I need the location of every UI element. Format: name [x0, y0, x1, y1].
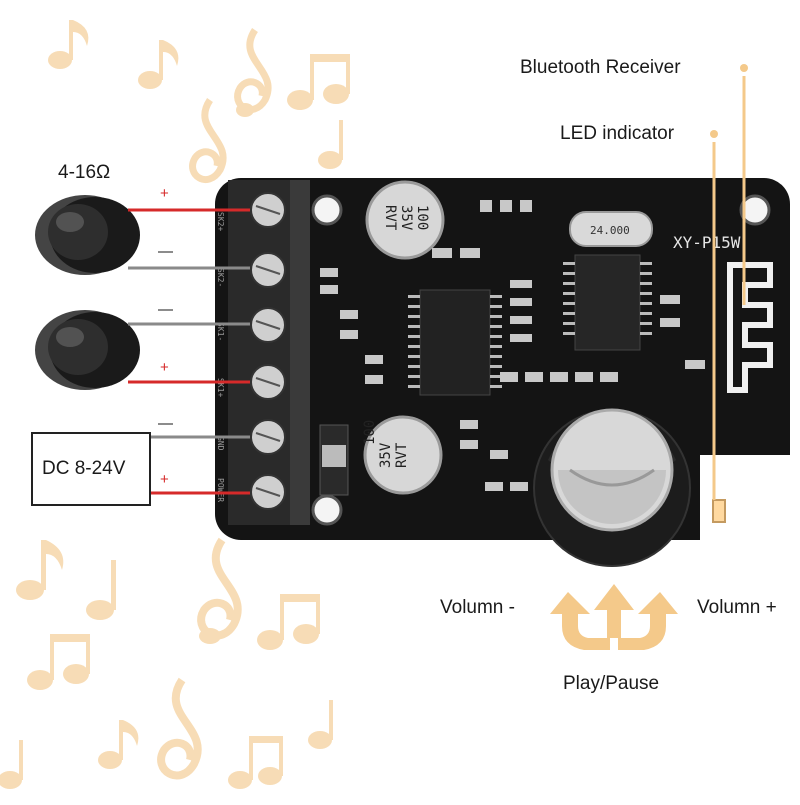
- power-label: DC 8-24V: [42, 458, 126, 479]
- volume-down-label: Volumn -: [440, 597, 515, 618]
- polarity-minus: —: [158, 415, 173, 432]
- bluetooth-antenna: [727, 262, 773, 393]
- capacitor-label: RVT: [394, 442, 410, 468]
- terminal-label: SK2+: [216, 212, 225, 231]
- callout-dot: [710, 130, 718, 138]
- terminal-block: SK2+ SK2- SK1- SK1+ GND POWER: [216, 180, 310, 525]
- capacitor-label: 35V: [398, 205, 414, 231]
- polarity-plus: +: [160, 359, 169, 376]
- mounting-hole: [311, 194, 343, 226]
- power-box: [31, 432, 151, 506]
- volume-knob: [533, 408, 691, 567]
- callout-lines: [712, 76, 746, 500]
- amplifier-chip: [408, 289, 502, 396]
- terminal-label: SK2-: [216, 268, 225, 287]
- terminal-label: SK1-: [216, 322, 225, 341]
- mounting-hole: [739, 194, 771, 226]
- terminal-label: GND: [216, 436, 225, 451]
- capacitor: 100 35V RVT: [362, 415, 443, 495]
- crystal-oscillator: 24.000: [569, 211, 653, 247]
- polarity-minus: —: [158, 243, 173, 260]
- mounting-hole: [311, 494, 343, 526]
- polarity-plus: +: [160, 471, 169, 488]
- terminal-label: POWER: [216, 478, 225, 502]
- capacitor-label: RVT: [382, 205, 398, 231]
- polarity-plus: +: [160, 185, 169, 202]
- bluetooth-chip: [563, 254, 652, 351]
- capacitor-label: 35V: [378, 442, 394, 468]
- volume-arrows: [550, 584, 678, 650]
- impedance-label: 4-16Ω: [58, 162, 111, 183]
- capacitor-label: 100: [362, 420, 378, 445]
- terminal-label: SK1+: [216, 378, 225, 397]
- bluetooth-receiver-label: Bluetooth Receiver: [520, 57, 681, 78]
- volume-up-label: Volumn +: [697, 597, 777, 618]
- capacitor-label: 100: [414, 205, 430, 230]
- amplifier-board: SK2+ SK2- SK1- SK1+ GND POWER 100 35V RV…: [215, 178, 790, 567]
- smd-components: [320, 200, 705, 491]
- music-notes-decoration: [0, 20, 350, 789]
- wires: [128, 208, 250, 495]
- led-light: [712, 499, 726, 523]
- speaker-icon: [35, 195, 140, 275]
- speaker-icon: [35, 310, 140, 390]
- polarity-minus: —: [158, 301, 173, 318]
- callout-dot: [740, 64, 748, 72]
- crystal-label: 24.000: [590, 224, 630, 237]
- model-label: XY-P15W: [673, 233, 741, 252]
- capacitor: 100 35V RVT: [365, 180, 445, 260]
- play-pause-label: Play/Pause: [563, 673, 660, 694]
- led-indicator-label: LED indicator: [560, 123, 675, 144]
